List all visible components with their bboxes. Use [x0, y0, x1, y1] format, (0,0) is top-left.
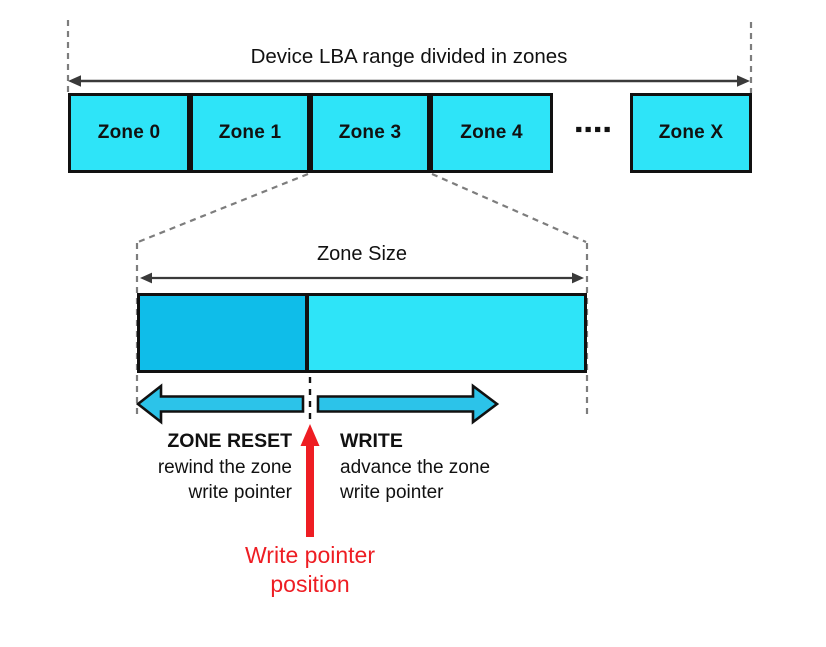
zone-1-label: Zone 1: [218, 122, 282, 143]
zones-ellipsis-dots: ▪▪▪▪: [575, 118, 613, 141]
zone-written-segment: [140, 296, 309, 370]
write-pointer-label-line1: Write pointer: [245, 542, 375, 568]
zoom-diagonal-left-dashed-line: [137, 172, 309, 244]
diagram-title: Device LBA range divided in zones: [250, 45, 568, 68]
write-arrow: [316, 383, 500, 425]
zone-reset-desc-line1: rewind the zone: [157, 456, 292, 478]
zone-detail-bar: [137, 293, 587, 373]
zone-4-label: Zone 4: [460, 122, 523, 143]
zone-size-arrowhead-right: [572, 272, 584, 284]
zone-box-0: Zone 0: [68, 93, 190, 173]
write-desc-line1: advance the zone: [340, 456, 491, 478]
zone-reset-desc-line2: write pointer: [188, 482, 293, 503]
zone-size-label: Zone Size: [316, 243, 408, 265]
lba-range-arrowhead-left: [68, 75, 81, 87]
zone-unwritten-segment: [309, 296, 584, 370]
zone-size-arrowhead-left: [140, 272, 152, 284]
zone-box-4: Zone 4: [430, 93, 553, 173]
zone-0-label: Zone 0: [97, 122, 161, 143]
write-pointer-label-line2: position: [270, 571, 350, 597]
write-desc-line2: write pointer: [340, 482, 444, 503]
zone-x-label: Zone X: [658, 122, 724, 143]
zone-3-label: Zone 3: [338, 122, 402, 143]
write-pointer-label-block: Write pointer position: [205, 541, 415, 599]
write-label-block: WRITE advance the zone write pointer: [340, 429, 580, 506]
write-pointer-arrow: [300, 424, 320, 537]
zoom-diagonal-right-dashed-line: [431, 172, 587, 244]
zone-reset-title: ZONE RESET: [167, 430, 292, 452]
lba-range-arrowhead-right: [737, 75, 750, 87]
write-title: WRITE: [340, 430, 403, 452]
zone-box-x: Zone X: [630, 93, 752, 173]
zone-box-1: Zone 1: [190, 93, 310, 173]
zone-box-3: Zone 3: [310, 93, 430, 173]
zone-reset-arrow: [135, 383, 305, 425]
zone-reset-label-block: ZONE RESET rewind the zone write pointer: [90, 429, 292, 506]
